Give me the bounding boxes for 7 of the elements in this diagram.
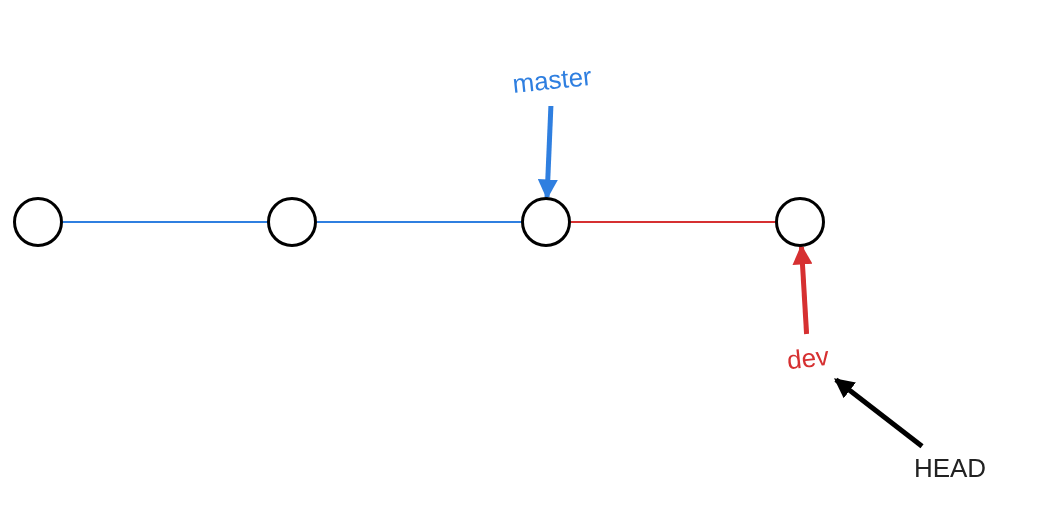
branch-label: HEAD	[902, 450, 998, 486]
branch-label: master	[496, 54, 608, 106]
arrow	[834, 377, 924, 449]
connector-line	[570, 221, 776, 223]
connector-line	[62, 221, 268, 223]
branch-label: dev	[778, 337, 838, 379]
connector-line	[316, 221, 522, 223]
